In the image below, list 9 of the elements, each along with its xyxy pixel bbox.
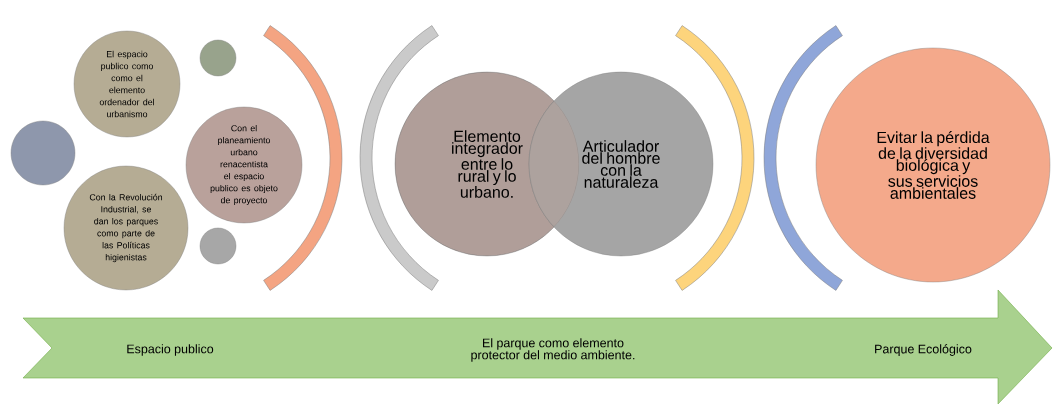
stage-label: Parque Ecológico bbox=[875, 344, 972, 356]
bracket-arc bbox=[675, 25, 755, 291]
stage-label: El parque como elemento protector del medio ambiente. bbox=[471, 338, 635, 362]
circle bbox=[199, 39, 237, 77]
stage-label: Espacio publico bbox=[127, 344, 214, 356]
bracket-arc bbox=[359, 25, 439, 291]
bracket-arc bbox=[763, 25, 843, 291]
circle bbox=[199, 227, 237, 265]
circle bbox=[10, 120, 76, 186]
